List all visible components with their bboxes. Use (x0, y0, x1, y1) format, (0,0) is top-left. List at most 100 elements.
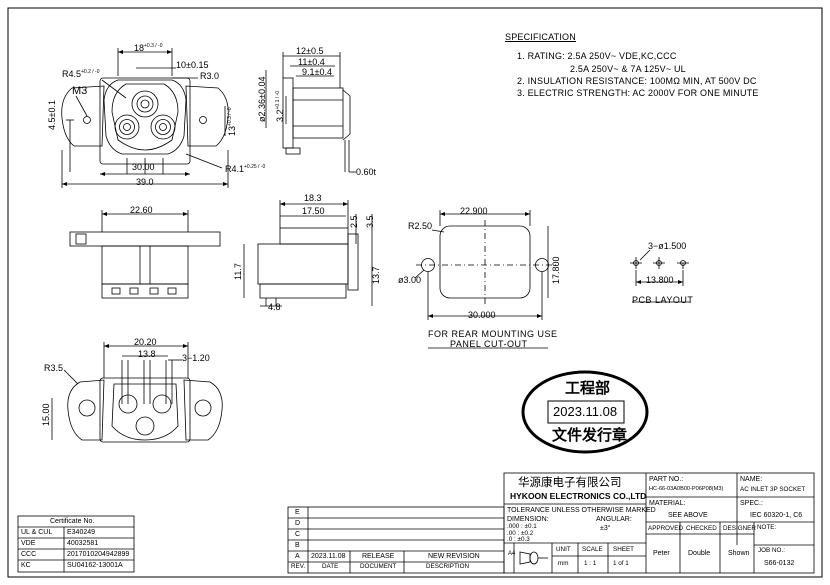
spec-heading: SPECIFICATION (505, 32, 576, 42)
side2-dim-18-3: 18.3 (304, 193, 322, 203)
tolerance-title: TOLERANCE UNLESS OTHERWISE MARKED (507, 507, 656, 514)
rev-letter-d: D (295, 520, 301, 527)
cutout-caption-2: PANEL CUT-OUT (450, 339, 528, 349)
rev-header-description: DESCRIPTION (426, 563, 470, 570)
dimension-label: DIMENSION: (507, 516, 549, 523)
cert-title: Certificate No. (50, 518, 95, 525)
cert-std-2: CCC (21, 551, 37, 558)
top-dim-22-6: 22.60 (130, 205, 153, 215)
rev-header-date: DATE (322, 563, 339, 570)
stamp-bottom-text: 文件发行章 (552, 427, 628, 444)
side-view (265, 52, 356, 173)
front-view (61, 48, 229, 188)
rev-a: A (295, 553, 300, 560)
tolerance-2: .00 : ±0.2 (507, 530, 534, 537)
bottom-view (51, 342, 223, 443)
cert-std-1: VDE (21, 540, 36, 547)
cutout-dim-30: 30.000 (468, 310, 496, 320)
spec-insulation: 2. INSULATION RESISTANCE: 100MΩ MIN, AT … (517, 76, 757, 86)
stamp-top-text: 工程部 (565, 380, 611, 397)
note-label: NOTE: (757, 524, 777, 531)
cutout-dim-17-8: 17.800 (551, 256, 561, 284)
name-value: AC INLET 3P SOCKET (740, 486, 806, 493)
unit-value: mm (558, 560, 569, 567)
front-dim-10: 10±0.15 (176, 60, 209, 70)
part-no-label: PART NO.: (649, 476, 684, 483)
front-m3-label: M3 (72, 85, 88, 97)
side-thickness: 0.60t (356, 167, 377, 177)
part-no: HC-66-03A0B00-P06P08(M3) (649, 486, 724, 492)
cutout-dim-22-9: 22.900 (460, 206, 488, 216)
front-dim-30: 30.00 (132, 162, 155, 172)
sheet-label: SHEET (613, 546, 634, 553)
name-label: NAME: (740, 476, 763, 483)
rev-header-document: DOCUMENT (360, 563, 397, 570)
bottom-dim-15: 15.00 (41, 403, 51, 426)
side-dim-12: 12±0.5 (296, 46, 324, 56)
designer-label: DESIGNER (723, 525, 756, 532)
bottom-dim-20-2: 20.20 (134, 337, 157, 347)
job-no-label: JOB NO.: (758, 547, 785, 554)
company-cn: 华源康电子有限公司 (518, 477, 622, 489)
cutout-radius: R2.50 (408, 221, 433, 231)
side-dim-11: 11±0.4 (298, 57, 325, 67)
side-view-2 (243, 200, 373, 307)
scale-value: 1 : 1 (584, 560, 597, 567)
unit-label: UNIT (556, 546, 571, 553)
side-dim-3-2: 3.2+0.1 / -0 (275, 91, 285, 122)
front-radius-3: R3.0 (200, 71, 220, 81)
side2-dim-2-5: 2.5 (349, 215, 359, 228)
pcb-layout (630, 249, 690, 303)
rev-a-document: RELEASE (362, 553, 395, 560)
rev-a-date: 2023.11.08 (311, 553, 346, 560)
angular-value: ±3° (600, 525, 611, 532)
cutout-hole: ø3.00 (398, 275, 422, 285)
rev-a-description: NEW REVISION (428, 553, 480, 560)
side2-dim-3-5: 3.5 (365, 215, 375, 228)
front-dim-13: 13+0.3 / -0 (227, 107, 237, 137)
side2-dim-4-8: 4.8 (268, 302, 281, 312)
angular-label: ANGULAR: (596, 516, 632, 523)
material-label: MATERIAL: (649, 500, 686, 507)
rev-letter-b: B (295, 542, 300, 549)
spec-label: SPEC.: (740, 500, 763, 507)
approved-value: Peter (653, 550, 670, 557)
spec-electric: 3. ELECTRIC STRENGTH: AC 2000V FOR ONE M… (517, 88, 759, 98)
cutout-caption-1: FOR REAR MOUNTING USE (428, 329, 558, 339)
company-en: HYKOON ELECTRONICS CO.,LTD (510, 491, 647, 501)
designer-value: Shown (728, 550, 750, 557)
paper-size: A4 (508, 551, 516, 557)
spec-rating-line1: 1. RATING: 2.5A 250V~ VDE,KC,CCC (517, 51, 677, 61)
stamp-date: 2023.11.08 (553, 404, 618, 419)
rev-letter-e: E (295, 509, 300, 516)
pcb-caption: PCB LAYOUT (632, 295, 694, 305)
side2-dim-17-5: 17.50 (302, 206, 325, 216)
tolerance-1: .000 : ±0.1 (507, 523, 537, 530)
approved-label: APPROVED (648, 525, 683, 532)
checked-label: CHECKED (686, 525, 717, 532)
bottom-dim-3-1-2: 3−1.20 (182, 353, 210, 363)
sheet-value: 1 of 1 (613, 560, 629, 567)
front-radius-4-5: R4.5+0.2 / -0 (62, 69, 100, 79)
cert-no-2: 2017010204942899 (67, 551, 130, 558)
checked-value: Double (688, 550, 711, 557)
rev-header-rev: REV. (291, 563, 306, 570)
stamp-shape (521, 370, 649, 454)
scale-label: SCALE (582, 546, 603, 553)
title-block-grid (17, 472, 815, 574)
cert-std-0: UL & CUL (21, 529, 53, 536)
material-value: SEE ABOVE (668, 512, 708, 519)
side2-dim-11-7: 11.7 (233, 263, 243, 280)
tolerance-3: .0 : ±0.3 (507, 536, 530, 543)
side-dim-2-36: ø2.36±0.04 (257, 76, 267, 122)
front-dim-39: 39.0 (136, 177, 154, 187)
cert-no-0: E340249 (67, 529, 96, 536)
cert-std-3: KC (21, 562, 31, 569)
front-dim-4-5: 4.5±0.1 (47, 100, 57, 130)
spec-value: IEC 60320-1, C6 (750, 512, 803, 519)
side2-dim-13-7: 13.7 (371, 266, 381, 284)
rev-letter-c: C (295, 531, 301, 538)
cert-no-3: SU04162-13001A (67, 562, 123, 569)
